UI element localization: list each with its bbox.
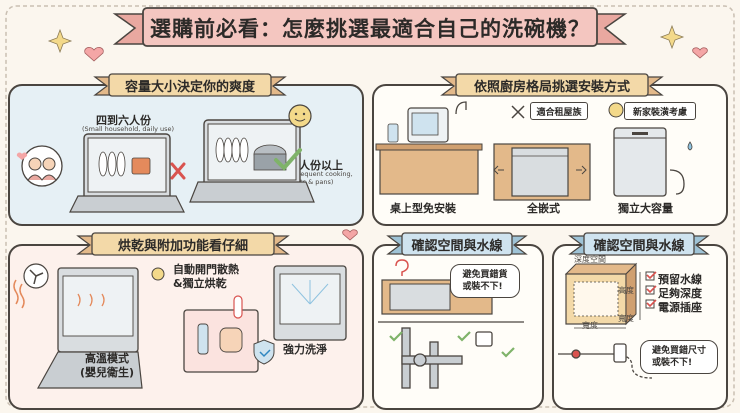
capacity-illustration bbox=[16, 104, 315, 213]
family-icon bbox=[16, 145, 63, 187]
checklist-item-0: 預留水線 bbox=[658, 273, 702, 286]
question-icon bbox=[395, 259, 409, 276]
auto-open-label: 自動開門散熱 &獨立烘乾 bbox=[173, 263, 239, 290]
layout-title: 依照廚房格局挑選安裝方式 bbox=[473, 79, 630, 95]
checkbox-check-icon bbox=[646, 271, 657, 308]
tools-icon bbox=[511, 105, 525, 119]
checklist-bubble: 避免買錯尺寸 或裝不下! bbox=[640, 340, 718, 374]
cabinet-space-icon bbox=[564, 262, 641, 329]
title-ribbon-shape bbox=[112, 7, 628, 47]
depth-space-label: 深度空間 bbox=[574, 255, 606, 264]
sun-icon bbox=[151, 267, 165, 281]
freestanding-dishwasher-icon bbox=[613, 127, 693, 197]
space-water-bubble: 避免買錯貨 或裝不下! bbox=[450, 264, 520, 298]
width-label-2: 寬度 bbox=[618, 314, 634, 323]
rental-tag: 適合租屋族 bbox=[530, 102, 588, 120]
measure-tape-icon bbox=[608, 102, 624, 118]
drying-illustration bbox=[13, 263, 347, 389]
width-label: 寬度 bbox=[582, 321, 598, 330]
countertop-dishwasher-icon bbox=[375, 101, 483, 195]
checklist-item-1: 足夠深度 bbox=[658, 287, 702, 300]
space-water-title: 確認空間與水線 bbox=[411, 238, 503, 254]
checklist-illustration bbox=[558, 262, 657, 379]
small-capacity-label: 四到六人份 bbox=[96, 114, 151, 127]
freestanding-label: 獨立大容量 bbox=[618, 202, 673, 215]
strong-wash-label: 強力洗淨 bbox=[283, 343, 327, 356]
builtin-dishwasher-icon bbox=[493, 143, 591, 201]
baby-bottle-dishwasher-icon bbox=[183, 295, 259, 373]
drying-ribbon-shape bbox=[76, 232, 290, 256]
layout-ribbon-shape bbox=[440, 73, 664, 97]
capacity-ribbon-shape bbox=[93, 73, 287, 97]
heart-icon bbox=[84, 47, 708, 241]
checkbox-icon bbox=[645, 271, 655, 309]
checklist-title: 確認空間與水線 bbox=[593, 238, 685, 254]
cross-icon bbox=[170, 162, 186, 180]
checkmarks-icon bbox=[389, 331, 515, 358]
page-title: 選購前必看：怎麼挑選最適合自己的洗碗機？ bbox=[150, 17, 590, 41]
smiley-icon bbox=[288, 104, 312, 128]
pipes-icon bbox=[401, 327, 493, 389]
strong-wash-dishwasher-icon bbox=[273, 265, 347, 341]
renovation-tag: 新家裝潢考慮 bbox=[624, 102, 696, 120]
check-icon bbox=[274, 148, 302, 171]
layout-illustration bbox=[375, 101, 693, 201]
height-label: 高度 bbox=[618, 286, 634, 295]
large-capacity-sub: (Frequent cooking, pots & pans) bbox=[292, 170, 353, 186]
large-dishwasher-icon bbox=[189, 119, 315, 203]
space-water-ribbon-shape bbox=[386, 232, 528, 256]
builtin-label: 全嵌式 bbox=[527, 202, 560, 215]
fan-icon bbox=[23, 263, 49, 289]
checklist-ribbon-shape bbox=[568, 232, 710, 256]
drying-title: 烘乾與附加功能看仔細 bbox=[117, 238, 248, 254]
checklist-item-2: 電源插座 bbox=[658, 301, 702, 314]
large-capacity-label: 十人份以上 bbox=[288, 159, 343, 172]
high-temp-label: 高溫模式 (嬰兒衛生) bbox=[80, 352, 135, 379]
small-dishwasher-icon bbox=[69, 133, 185, 213]
capacity-title: 容量大小決定你的爽度 bbox=[124, 79, 255, 95]
countertop-label: 桌上型免安裝 bbox=[390, 202, 456, 215]
water-pipe-icon bbox=[558, 343, 653, 379]
shield-icon bbox=[253, 339, 275, 365]
small-capacity-sub: (Small household, daily use) bbox=[82, 125, 175, 133]
open-dishwasher-icon bbox=[13, 267, 143, 389]
title-banner: 選購前必看：怎麼挑選最適合自己的洗碗機？ bbox=[112, 6, 628, 50]
